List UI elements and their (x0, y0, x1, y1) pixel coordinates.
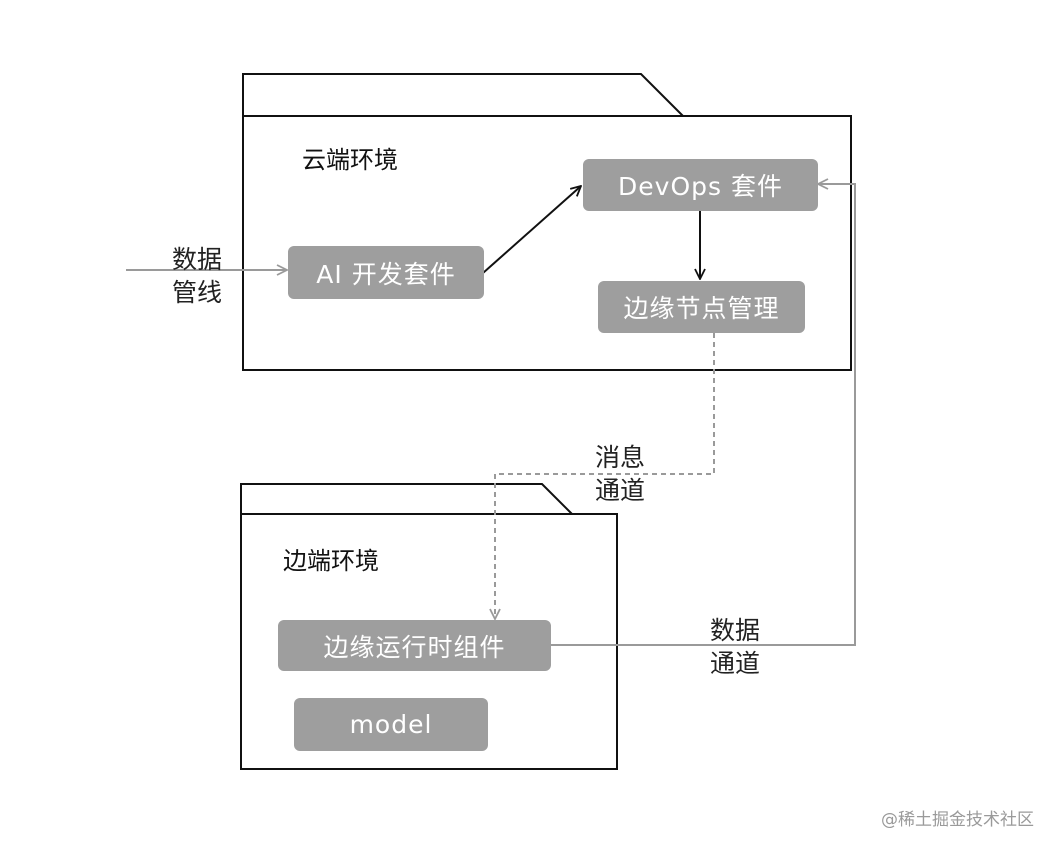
data-channel-label: 数据 通道 (710, 616, 761, 678)
cloud-package-frame (242, 115, 852, 371)
cloud-package-tab (242, 73, 684, 117)
watermark: @稀土掘金技术社区 (881, 810, 1034, 830)
ai-to-devops-arrow (482, 186, 581, 274)
model-node: model (294, 698, 488, 751)
cloud-package-label: 云端环境 (302, 146, 398, 174)
data-pipeline-label: 数据 管线 (172, 245, 223, 307)
edge-package-frame (240, 513, 618, 770)
edge-package-label: 边端环境 (283, 547, 379, 575)
message-channel-label: 消息 通道 (595, 443, 646, 505)
data-channel-arrow (551, 184, 856, 646)
message-channel-arrow (495, 333, 715, 619)
edge-runtime-component-node: 边缘运行时组件 (278, 620, 551, 671)
ai-dev-suite-node: AI 开发套件 (288, 246, 484, 299)
devops-suite-node: DevOps 套件 (583, 159, 818, 211)
edge-package-tab (240, 483, 573, 515)
edge-node-management-node: 边缘节点管理 (598, 281, 805, 333)
